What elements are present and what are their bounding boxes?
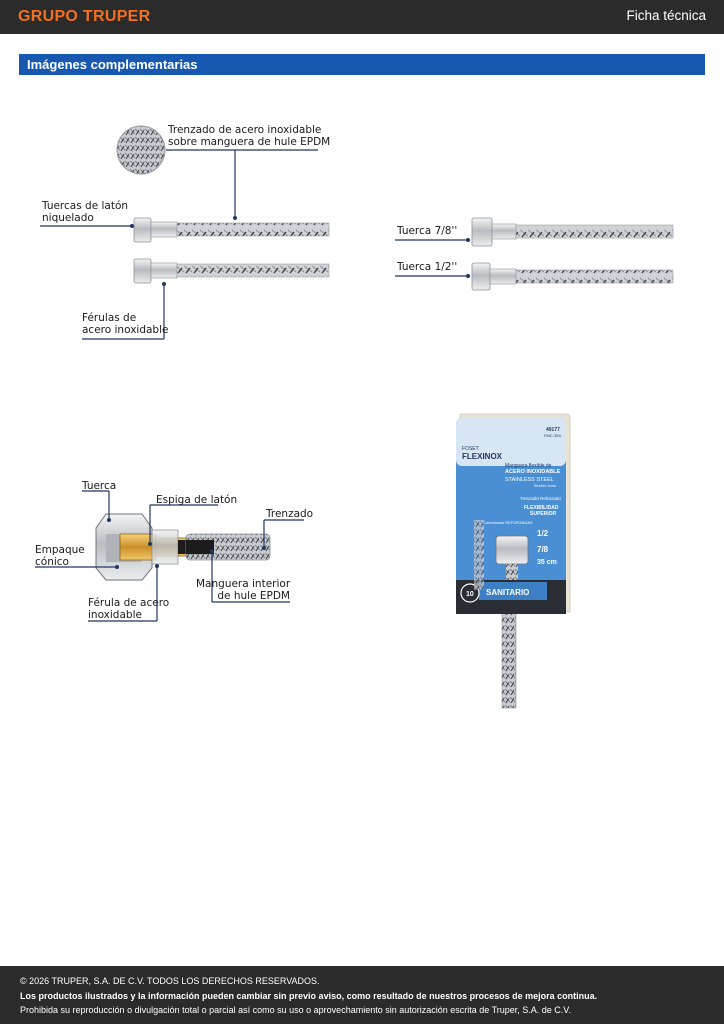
- package-length: 35 cm: [537, 559, 557, 566]
- package-feature-2a: FLEXIBILIDAD: [524, 505, 559, 511]
- footer-notice: Los productos ilustrados y la informació…: [20, 991, 598, 1001]
- label-braid-cut: Trenzado: [266, 508, 314, 520]
- package-category: SANITARIO: [486, 588, 529, 597]
- cutaway-fitting: [95, 513, 271, 581]
- braid-detail-circle: [116, 125, 166, 175]
- package-warranty: 10: [466, 591, 474, 598]
- package-code: 49177: [546, 427, 560, 433]
- hose-nut-78: [471, 217, 674, 247]
- hose-nut-12: [471, 262, 674, 291]
- label-spigot: Espiga de latón: [156, 494, 238, 506]
- package-feature-1: Trenzado Reforzado: [520, 496, 561, 501]
- label-nut-78: Tuerca 7/8'': [397, 225, 458, 237]
- hose-2: [133, 258, 330, 284]
- label-ferrule: Férula de acero inoxidable: [88, 597, 170, 621]
- label-nut-12: Tuerca 1/2'': [397, 261, 458, 273]
- document-type-label: Ficha técnica: [626, 8, 706, 23]
- footer: © 2026 TRUPER, S.A. DE C.V. TODOS LOS DE…: [0, 966, 724, 1024]
- label-inner-hose: Manguera interior de hule EPDM: [196, 578, 291, 602]
- package-size-b: 7/8: [537, 545, 549, 554]
- hose-1: [133, 217, 330, 243]
- footer-prohibition: Prohibida su reproducción o divulgación …: [20, 1005, 571, 1015]
- package-size-a: 1/2: [537, 529, 549, 538]
- label-gasket: Empaque cónico: [35, 544, 85, 568]
- package-brand: FLEXINOX: [462, 452, 503, 461]
- package-title-1: Manguera flexible de: [505, 463, 552, 469]
- footer-copyright: © 2026 TRUPER, S.A. DE C.V. TODOS LOS DE…: [20, 976, 320, 986]
- package-connections: Conexiones REFORZADAS: [483, 520, 533, 525]
- package-brand-small: FOSET: [462, 446, 479, 452]
- top-header-bar: GRUPO TRUPER Ficha técnica: [0, 0, 724, 34]
- section-title: Imágenes complementarias: [27, 57, 198, 72]
- label-nut: Tuerca: [82, 480, 117, 492]
- label-braid: Trenzado de acero inoxidable sobre mangu…: [168, 124, 331, 148]
- package-title-en-sub: flexible hose: [534, 483, 557, 488]
- package-title-en: STAINLESS STEEL: [505, 477, 554, 483]
- section-header: Imágenes complementarias: [19, 54, 705, 75]
- label-ferrules: Férulas de acero inoxidable: [82, 312, 169, 336]
- package-title-2: ACERO INOXIDABLE: [505, 469, 561, 475]
- brand-logo: GRUPO TRUPER: [18, 8, 151, 25]
- product-package: [456, 413, 571, 709]
- label-nuts: Tuercas de latón niquelado: [42, 200, 129, 224]
- package-model: FMC-35X: [544, 433, 561, 438]
- package-feature-2b: SUPERIOR: [530, 511, 557, 517]
